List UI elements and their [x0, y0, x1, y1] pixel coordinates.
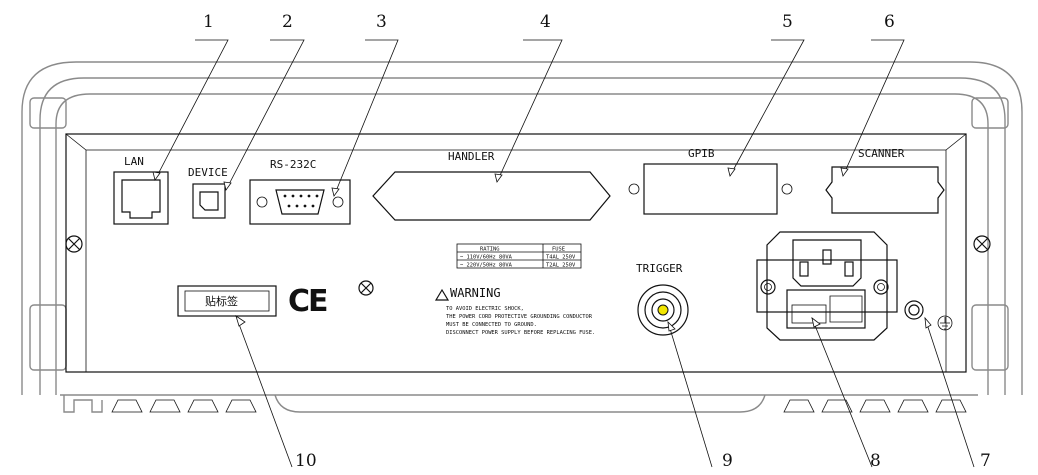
- callout-6: 6: [884, 12, 895, 32]
- warning-line-4: DISCONNECT POWER SUPPLY BEFORE REPLACING…: [446, 330, 595, 336]
- handler-label: HANDLER: [448, 150, 495, 163]
- label-sticker-slot: 贴标签: [177, 285, 277, 317]
- rating-header: RATING: [480, 247, 499, 253]
- label-slot-text: 贴标签: [205, 294, 238, 308]
- power-inlet-module[interactable]: [756, 231, 898, 341]
- rear-plate: [65, 133, 967, 373]
- callout-9: 9: [722, 451, 733, 471]
- scanner-label: SCANNER: [858, 147, 905, 160]
- warning-title: WARNING: [450, 286, 501, 300]
- lan-port[interactable]: [113, 171, 169, 225]
- warning-line-1: TO AVOID ELECTRIC SHOCK,: [446, 306, 524, 312]
- gpib-label: GPIB: [688, 147, 715, 160]
- warning-block: WARNING TO AVOID ELECTRIC SHOCK, THE POW…: [434, 286, 595, 336]
- ce-mark: CE: [288, 284, 327, 319]
- callout-3: 3: [376, 12, 387, 32]
- ground-terminal[interactable]: [904, 300, 924, 320]
- warning-triangle-icon: [434, 288, 450, 301]
- rating-row-2: ~ 220V/50Hz 80VA: [460, 263, 513, 269]
- callout-5: 5: [782, 12, 793, 32]
- fuse-row-1: T4AL 250V: [546, 255, 576, 261]
- device-usb-port[interactable]: [192, 183, 226, 219]
- callout-4: 4: [540, 12, 551, 32]
- handler-port[interactable]: [372, 171, 611, 221]
- left-screw-icon: [65, 235, 83, 253]
- callout-arrows: [152, 167, 932, 332]
- gpib-slot[interactable]: [628, 163, 793, 215]
- warning-line-3: MUST BE CONNECTED TO GROUND.: [446, 322, 537, 328]
- callout-2: 2: [282, 12, 293, 32]
- callout-leaders: [154, 39, 975, 468]
- device-label: DEVICE: [188, 166, 228, 179]
- fuse-row-2: T2AL 250V: [546, 263, 576, 269]
- callout-7: 7: [980, 451, 991, 471]
- ground-icon: [937, 315, 953, 331]
- rs232-port[interactable]: [249, 179, 351, 225]
- trigger-label: TRIGGER: [636, 262, 683, 275]
- rs232-label: RS-232C: [270, 158, 316, 171]
- callout-1: 1: [203, 12, 214, 32]
- trigger-bnc-port[interactable]: [637, 284, 689, 336]
- callout-8: 8: [870, 451, 881, 471]
- fuse-header: FUSE: [552, 247, 565, 253]
- right-screw-icon: [973, 235, 991, 253]
- warning-line-2: THE POWER CORD PROTECTIVE GROUNDING COND…: [446, 314, 593, 320]
- callout-10: 10: [295, 451, 317, 471]
- rating-row-1: ~ 110V/60Hz 80VA: [460, 255, 513, 261]
- housing: [21, 61, 1023, 413]
- no-touch-symbol-icon: [358, 280, 374, 296]
- lan-label: LAN: [124, 155, 144, 168]
- rating-table: RATING FUSE ~ 110V/60Hz 80VA T4AL 250V ~…: [456, 243, 582, 269]
- scanner-slot[interactable]: [825, 166, 945, 214]
